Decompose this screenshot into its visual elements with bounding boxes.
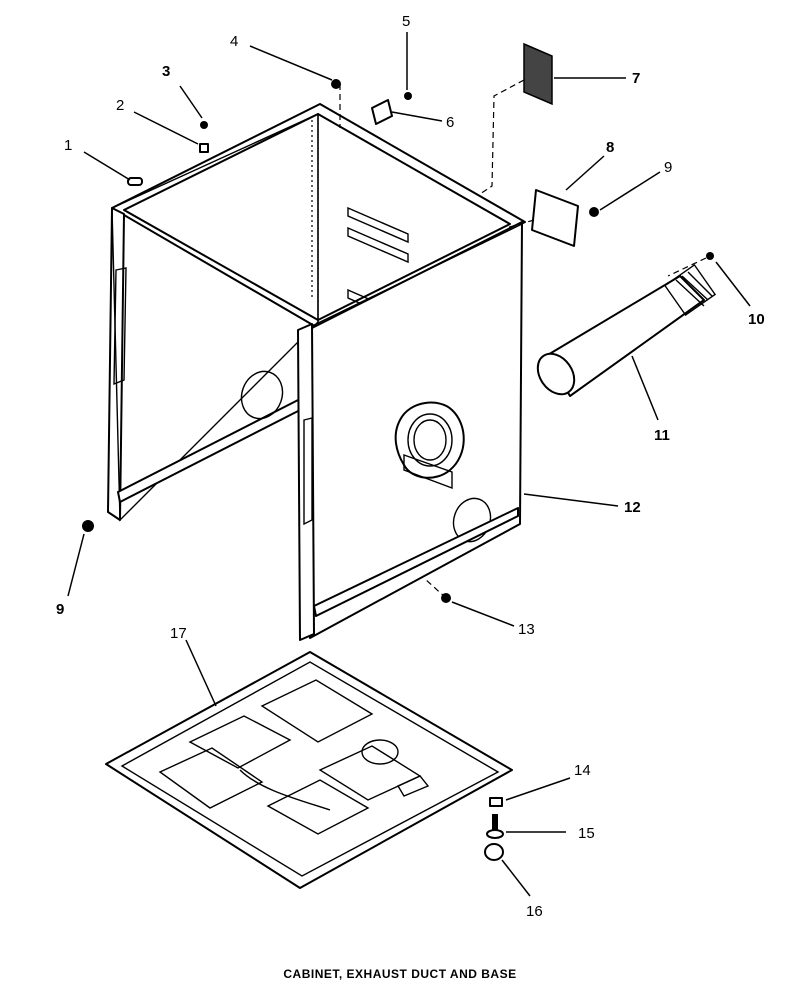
leader-lines xyxy=(67,32,751,897)
cabinet-front-panel xyxy=(297,221,523,641)
callout-6: 6 xyxy=(446,114,454,131)
part-7-plate xyxy=(523,42,553,106)
callout-9-right: 9 xyxy=(664,159,672,176)
callout-13: 13 xyxy=(518,621,535,638)
part-2-clip xyxy=(199,143,209,153)
callout-9-left: 9 xyxy=(56,601,64,618)
callout-17: 17 xyxy=(170,625,187,642)
callout-14: 14 xyxy=(574,762,591,779)
part-4-nut xyxy=(331,79,341,89)
part-10-screw xyxy=(706,252,714,260)
part-9-screw-right xyxy=(589,207,599,217)
callout-10: 10 xyxy=(748,311,765,328)
callout-7: 7 xyxy=(632,70,640,87)
callout-4: 4 xyxy=(230,33,238,50)
part-5-screw xyxy=(404,92,412,100)
part-6-bracket xyxy=(371,99,393,125)
hardware xyxy=(82,42,714,861)
part-1-pin xyxy=(127,177,143,186)
callout-16: 16 xyxy=(526,903,543,920)
part-15-leg xyxy=(486,814,504,839)
callout-11: 11 xyxy=(654,427,670,444)
cabinet-base xyxy=(105,651,513,889)
callout-numbers: 1 2 3 4 5 6 7 8 9 10 11 12 13 9 17 14 15… xyxy=(56,13,765,920)
callout-1: 1 xyxy=(64,137,72,154)
callout-8: 8 xyxy=(606,139,614,156)
part-16-foot xyxy=(484,843,504,861)
part-14-nut xyxy=(489,797,503,807)
callout-3: 3 xyxy=(162,63,170,80)
callout-15: 15 xyxy=(578,825,595,842)
part-9-screw-left xyxy=(82,520,94,532)
diagram-caption: CABINET, EXHAUST DUCT AND BASE xyxy=(283,967,516,981)
part-8-cover xyxy=(531,189,579,247)
exhaust-duct xyxy=(536,263,717,397)
callout-5: 5 xyxy=(402,13,410,30)
callout-12: 12 xyxy=(624,499,641,516)
callout-2: 2 xyxy=(116,97,124,114)
part-3-screw xyxy=(200,121,208,129)
